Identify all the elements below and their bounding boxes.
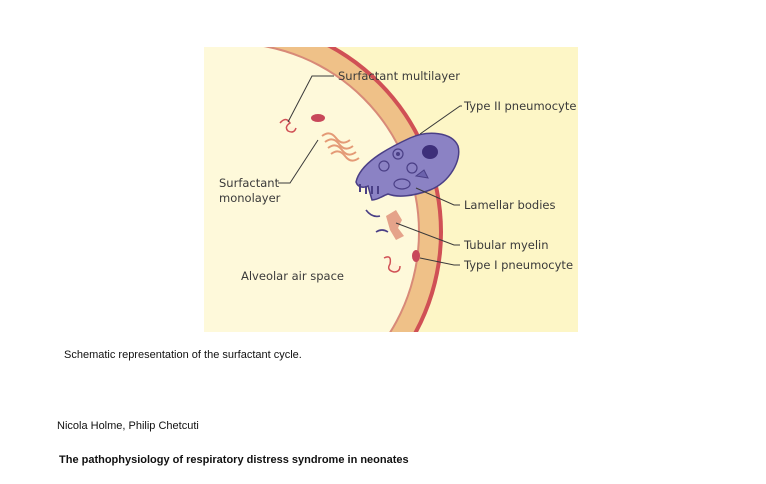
label-lamellar-bodies: Lamellar bodies: [464, 198, 555, 212]
label-alveolar-air-space: Alveolar air space: [241, 269, 344, 283]
label-surfactant-monolayer-line1: Surfactant: [219, 176, 280, 190]
label-surfactant-multilayer: Surfactant multilayer: [338, 69, 460, 83]
authors: Nicola Holme, Philip Chetcuti: [57, 420, 199, 432]
type2-pneumocyte-shape: [355, 132, 460, 201]
type1-pneumocyte-nucleus: [412, 250, 420, 262]
leader-lines: [278, 75, 462, 266]
paper-title: The pathophysiology of respiratory distr…: [59, 454, 409, 466]
alveolar-interior: [204, 47, 418, 332]
label-tubular-myelin: Tubular myelin: [463, 238, 549, 252]
surfactant-vesicle-lower: [383, 256, 401, 273]
tubular-myelin-shape: [365, 209, 404, 240]
surfactant-vesicle-shape: [279, 118, 297, 133]
type1-pneumocyte-nucleus-top: [311, 114, 325, 122]
figure-caption: Schematic representation of the surfacta…: [64, 349, 302, 361]
surfactant-multilayer-shape: [321, 132, 360, 162]
label-type2-pneumocyte: Type II pneumocyte: [463, 99, 576, 113]
label-surfactant-monolayer-line2: monolayer: [219, 191, 281, 205]
label-type1-pneumocyte: Type I pneumocyte: [463, 258, 573, 272]
